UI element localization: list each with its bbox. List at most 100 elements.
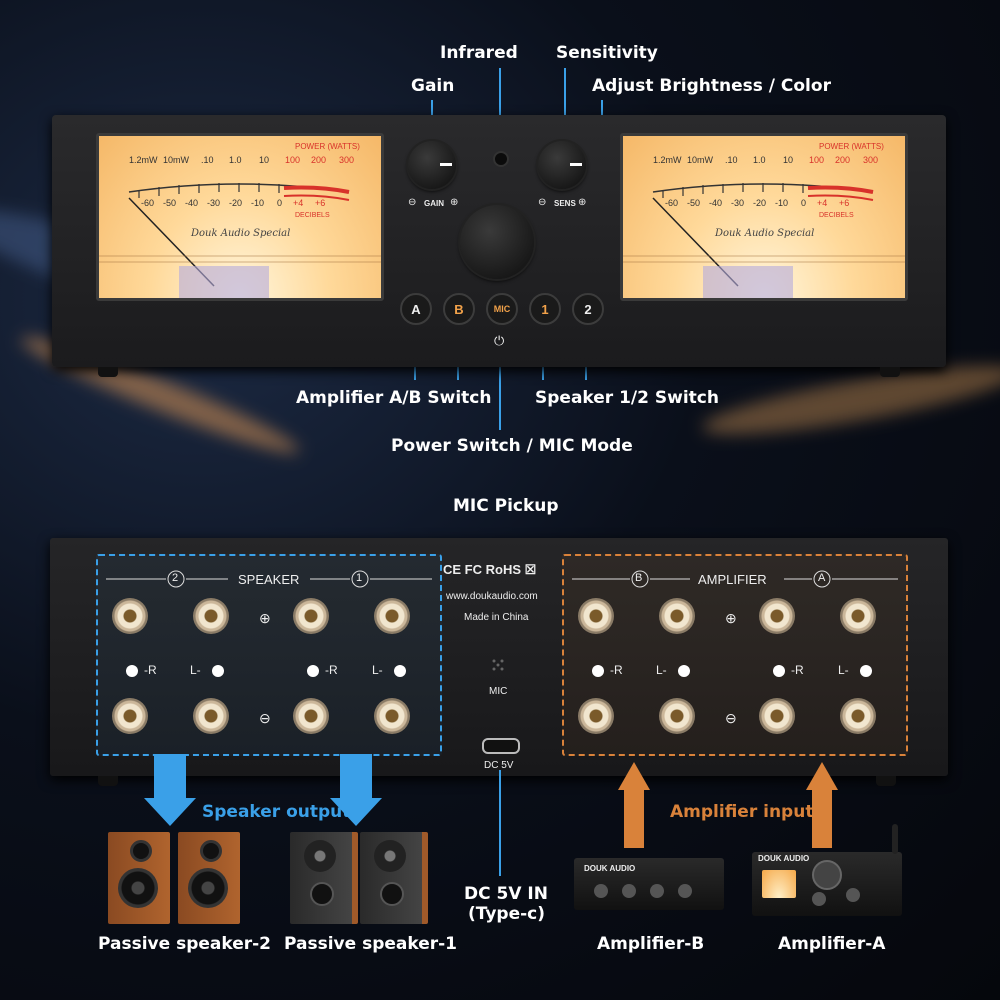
amplifier-post[interactable] [840,698,876,734]
speaker-l-label: L- [372,663,383,677]
sensitivity-knob[interactable] [538,141,586,189]
speaker-title: SPEAKER [238,572,300,587]
callout-brightness: Adjust Brightness / Color [592,76,831,96]
speaker-r-label: -R [325,663,338,677]
amplifier-b-button[interactable]: B [443,293,475,325]
amplifier-input-label: Amplifier input [670,802,814,822]
meter-top-scale-7: 300 [863,155,879,165]
front-foot-right [880,367,900,377]
meter-top-scale-1: 10mW [687,155,714,165]
amp-a-label: A [818,572,826,584]
speaker-dot [394,665,406,677]
amplifier-post[interactable] [659,598,695,634]
meter-bottom-scale-5: -10 [251,198,265,208]
meter-bottom-scale-6: 0 [277,198,283,208]
amp-dot [860,665,872,677]
rear-foot-right [876,776,896,786]
brightness-knob[interactable] [460,205,534,279]
speaker-post[interactable] [193,598,229,634]
speaker-2-label: 2 [172,572,179,584]
gain-plus: ⊕ [450,197,459,208]
callout-ab-switch: Amplifier A/B Switch [296,388,492,408]
vu-meter-right: POWER (WATTS) 1.2mW 10mW .10 1.0 10 100 … [620,133,908,301]
meter-bottom-scale-8: +6 [315,198,326,208]
meter-bottom-scale-6: 0 [801,198,807,208]
meter-decibels: DECIBELS [819,212,854,219]
speaker-post[interactable] [293,598,329,634]
speaker-dot [307,665,319,677]
usb-c-port[interactable] [482,738,520,754]
speaker-2-button[interactable]: 2 [572,293,604,325]
meter-top-scale-5: 100 [809,155,825,165]
meter-bottom-scale-0: -60 [141,198,155,208]
amplifier-a-image: DOUK AUDIO [752,824,902,916]
amplifier-post[interactable] [840,598,876,634]
meter-bottom-scale-3: -30 [731,198,745,208]
callout-infrared: Infrared [440,43,518,63]
speaker-post[interactable] [193,698,229,734]
speaker-1-label: 1 [356,572,363,584]
amplifier-b-label: Amplifier-B [597,934,705,954]
speaker-post[interactable] [112,698,148,734]
dc-label: DC 5V [484,760,514,771]
meter-bottom-scale-5: -10 [775,198,789,208]
speaker-post[interactable] [374,698,410,734]
amplifier-post[interactable] [759,598,795,634]
meter-top-scale-4: 10 [783,155,794,165]
sens-label: SENS [554,199,576,208]
speaker-header-line [106,570,432,588]
amplifier-a-button[interactable]: A [400,293,432,325]
speaker-post[interactable] [293,698,329,734]
vu-meter-left: POWER (WATTS) 1.2mW 10mW .10 1.0 10 100 … [96,133,384,301]
meter-top-scale-0: 1.2mW [653,155,682,165]
amp-minus: ⊖ [725,710,737,726]
amplifier-post[interactable] [578,598,614,634]
gain-label: GAIN [424,199,444,208]
mic-power-button[interactable]: MIC [486,293,518,325]
speaker-minus: ⊖ [259,710,271,726]
speaker-1-button[interactable]: 1 [529,293,561,325]
amp-b-label: B [635,572,643,584]
meter-top-scale-0: 1.2mW [129,155,158,165]
dc-in-type-label: (Type-c) [468,904,546,924]
meter-bottom-scale-3: -30 [207,198,221,208]
amp-title: AMPLIFIER [698,572,767,587]
callout-mic-pickup: MIC Pickup [453,496,559,516]
mic-grille [491,658,505,672]
speaker-post[interactable] [374,598,410,634]
callout-gain: Gain [411,76,455,96]
meter-power-label: POWER (WATTS) [295,142,360,151]
rear-foot-left [98,776,118,786]
meter-top-scale-2: .10 [725,155,738,165]
sens-plus: ⊕ [578,197,587,208]
knob-indicator [570,163,582,166]
rear-panel: 2 SPEAKER 1 ⊕ ⊖ -R L- -R L- CE FC RoHS ☒… [50,538,948,786]
meter-bottom-scale-0: -60 [665,198,679,208]
made-in-text: Made in China [464,612,529,623]
amp-a-brand: DOUK AUDIO [758,854,810,863]
meter-decibels: DECIBELS [295,212,330,219]
amplifier-a-label: Amplifier-A [778,934,886,954]
meter-top-scale-6: 200 [835,155,851,165]
amp-b-brand: DOUK AUDIO [584,864,636,873]
amplifier-post[interactable] [578,698,614,734]
front-panel: POWER (WATTS) 1.2mW 10mW .10 1.0 10 100 … [52,115,946,377]
gain-knob[interactable] [408,141,456,189]
passive-speaker-2-image [108,832,244,924]
amp-dot [592,665,604,677]
speaker-post[interactable] [112,598,148,634]
amplifier-post[interactable] [659,698,695,734]
amp-l-label: L- [656,663,667,677]
meter-bottom-scale-4: -20 [753,198,767,208]
amp-plus: ⊕ [725,610,737,626]
speaker-dot [212,665,224,677]
meter-top-scale-2: .10 [201,155,214,165]
speaker-plus: ⊕ [259,610,271,626]
speaker-output-label: Speaker output [202,802,351,822]
website-text: www.doukaudio.com [446,591,538,602]
meter-brand: Douk Audio Special [191,228,291,239]
amplifier-post[interactable] [759,698,795,734]
meter-top-scale-4: 10 [259,155,270,165]
speaker-l-label: L- [190,663,201,677]
speaker-dot [126,665,138,677]
